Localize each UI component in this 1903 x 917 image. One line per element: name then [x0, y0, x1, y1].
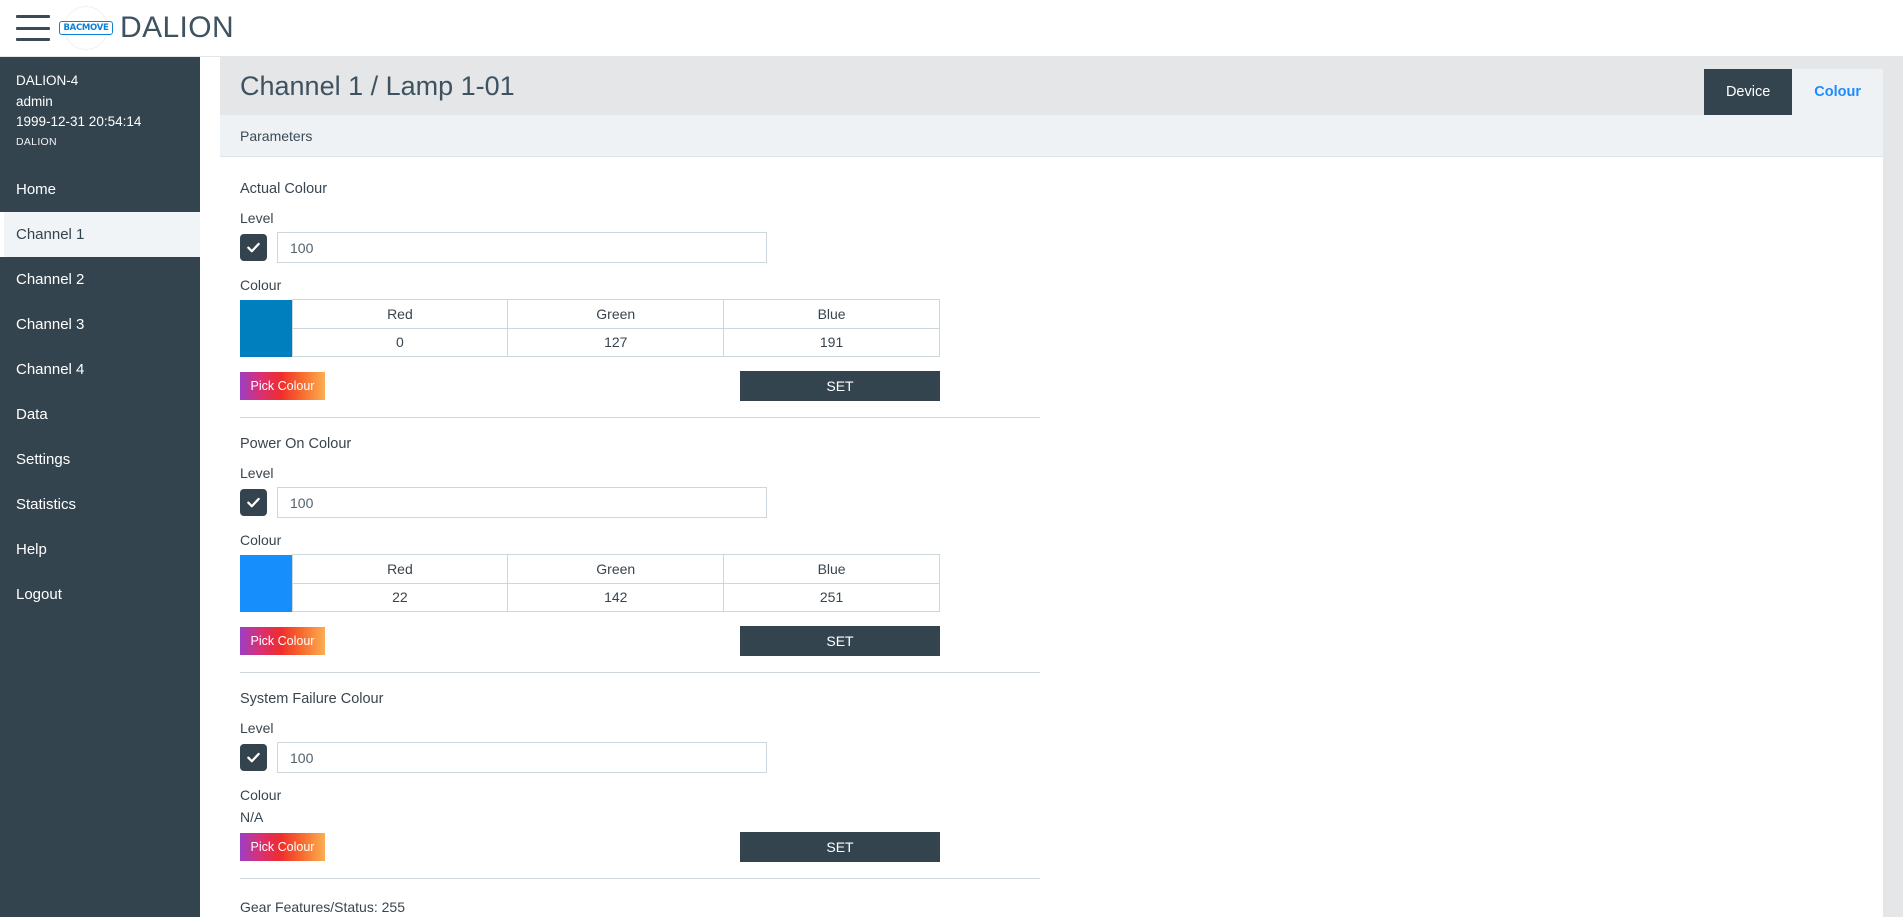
- level-row: [240, 232, 1040, 263]
- sidebar-system-name: DALION: [16, 135, 57, 148]
- right-margin-rail: [1883, 57, 1903, 917]
- check-icon: [247, 242, 260, 253]
- hamburger-line: [16, 15, 50, 18]
- section-divider: [240, 672, 1040, 673]
- rgb-value-green: 127: [507, 327, 725, 357]
- check-icon: [247, 497, 260, 508]
- set-button[interactable]: SET: [740, 371, 940, 401]
- rgb-header-green: Green: [507, 299, 725, 329]
- page-header: Channel 1 / Lamp 1-01 Device Colour: [220, 57, 1883, 115]
- rgb-header-red: Red: [291, 299, 509, 329]
- sidebar-item-home[interactable]: Home: [16, 180, 57, 198]
- colour-swatch: [240, 299, 292, 357]
- sidebar-item-channel-2[interactable]: Channel 2: [16, 270, 85, 288]
- hamburger-line: [16, 38, 50, 41]
- colour-section: System Failure ColourLevelColourN/A Pick …: [240, 691, 1040, 879]
- section-divider: [240, 878, 1040, 879]
- sidebar-item-data[interactable]: Data: [16, 405, 48, 423]
- colour-swatch-cell: [240, 554, 292, 612]
- parameters-bar: Parameters: [220, 115, 1883, 157]
- page-title: Channel 1 / Lamp 1-01: [240, 70, 515, 101]
- level-row: [240, 487, 1040, 518]
- tab-device[interactable]: Device: [1703, 69, 1793, 115]
- section-title: Power On Colour: [240, 436, 352, 452]
- hamburger-line: [16, 26, 50, 30]
- logo-text: BACMOVE: [59, 20, 113, 36]
- colour-label: Colour: [240, 277, 282, 293]
- pick-colour-button[interactable]: Pick Colour: [240, 833, 325, 861]
- level-input[interactable]: [277, 487, 767, 518]
- sidebar: DALION-4 admin 1999-12-31 20:54:14 DALIO…: [0, 57, 200, 917]
- top-bar: BACMOVE DALION: [0, 0, 1903, 57]
- sidebar-datetime: 1999-12-31 20:54:14: [16, 114, 142, 130]
- sidebar-item-channel-4[interactable]: Channel 4: [16, 360, 85, 378]
- level-input[interactable]: [277, 232, 767, 263]
- colour-swatch: [240, 554, 292, 612]
- colour-settings-content: Actual ColourLevelColourRedGreenBlue0127…: [220, 157, 1883, 915]
- set-button[interactable]: SET: [740, 832, 940, 862]
- colour-section: Power On ColourLevelColourRedGreenBlue22…: [240, 436, 1040, 673]
- sidebar-item-channel-3[interactable]: Channel 3: [16, 315, 85, 333]
- rgb-value-red: 0: [291, 327, 509, 357]
- sidebar-item-statistics[interactable]: Statistics: [16, 495, 77, 513]
- tab-colour[interactable]: Colour: [1792, 69, 1883, 115]
- main-area: Channel 1 / Lamp 1-01 Device Colour Para…: [200, 57, 1903, 917]
- bacmove-logo: BACMOVE: [59, 6, 113, 50]
- rgb-value-blue: 191: [723, 327, 940, 357]
- rgb-value-green: 142: [507, 582, 725, 612]
- page-wrapper: Channel 1 / Lamp 1-01 Device Colour Para…: [220, 57, 1883, 917]
- colour-section: Actual ColourLevelColourRedGreenBlue0127…: [240, 181, 1040, 418]
- level-row: [240, 742, 1040, 773]
- parameters-label: Parameters: [240, 127, 313, 144]
- hamburger-menu-icon[interactable]: [16, 15, 50, 41]
- rgb-header-red: Red: [291, 554, 509, 584]
- sidebar-item-settings[interactable]: Settings: [16, 450, 71, 468]
- colour-label: Colour: [240, 787, 282, 803]
- rgb-header-green: Green: [507, 554, 725, 584]
- section-button-row: Pick Colour SET: [240, 626, 940, 656]
- rgb-header-blue: Blue: [723, 554, 940, 584]
- colour-label: Colour: [240, 532, 282, 548]
- sidebar-username: admin: [16, 93, 53, 109]
- section-button-row: Pick Colour SET: [240, 371, 940, 401]
- pick-colour-button[interactable]: Pick Colour: [240, 372, 325, 400]
- rgb-value-red: 22: [291, 582, 509, 612]
- set-button[interactable]: SET: [740, 626, 940, 656]
- colour-swatch-cell: [240, 299, 292, 357]
- section-divider: [240, 417, 1040, 418]
- section-title: Actual Colour: [240, 181, 328, 197]
- level-input[interactable]: [277, 742, 767, 773]
- sidebar-item-channel-1[interactable]: Channel 1: [0, 211, 200, 257]
- level-label: Level: [240, 210, 274, 226]
- section-button-row: Pick Colour SET: [240, 832, 940, 862]
- sidebar-item-help[interactable]: Help: [16, 540, 47, 558]
- check-icon: [247, 752, 260, 763]
- sidebar-device-info: DALION-4 admin 1999-12-31 20:54:14 DALIO…: [0, 57, 200, 167]
- level-label: Level: [240, 720, 274, 736]
- section-title: System Failure Colour: [240, 691, 384, 707]
- rgb-header-blue: Blue: [723, 299, 940, 329]
- level-enable-checkbox[interactable]: [240, 489, 267, 516]
- sidebar-item-logout[interactable]: Logout: [16, 585, 62, 603]
- colour-value-na: N/A: [240, 809, 264, 825]
- level-enable-checkbox[interactable]: [240, 744, 267, 771]
- level-label: Level: [240, 465, 274, 481]
- sidebar-device-name: DALION-4: [16, 73, 79, 88]
- level-enable-checkbox[interactable]: [240, 234, 267, 261]
- tab-bar: Device Colour: [1703, 69, 1883, 115]
- brand-title: DALION: [120, 11, 235, 44]
- pick-colour-button[interactable]: Pick Colour: [240, 627, 325, 655]
- rgb-value-blue: 251: [723, 582, 940, 612]
- gear-features-status: Gear Features/Status: 255: [240, 899, 405, 915]
